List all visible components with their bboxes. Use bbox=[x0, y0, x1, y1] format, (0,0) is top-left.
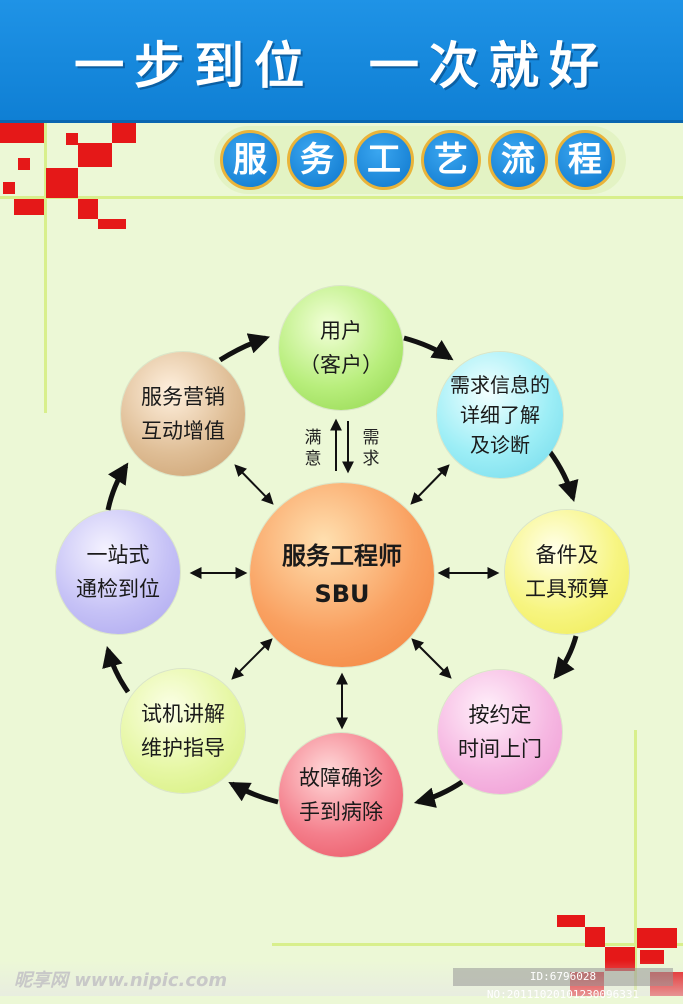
cycle-arrow bbox=[105, 462, 129, 511]
decor-square bbox=[78, 199, 98, 219]
watermark-site: 昵享网 www.nipic.com bbox=[14, 970, 228, 991]
spoke-arrow bbox=[410, 464, 450, 505]
demand-label: 需求 bbox=[362, 428, 380, 469]
decor-square bbox=[46, 168, 78, 198]
node-label: 服务营销 互动增值 bbox=[141, 385, 225, 443]
node-inspection: 一站式 通检到位 bbox=[56, 510, 180, 634]
cycle-arrow bbox=[403, 335, 454, 361]
spoke-arrow bbox=[411, 638, 452, 679]
spoke-arrow bbox=[231, 638, 273, 680]
decor-square bbox=[637, 928, 677, 948]
subtitle-char: 务 bbox=[287, 130, 347, 190]
subtitle-char: 工 bbox=[354, 130, 414, 190]
node-parts: 备件及 工具预算 bbox=[505, 510, 629, 634]
decor-square bbox=[14, 199, 44, 215]
cycle-arrow bbox=[553, 635, 579, 680]
node-marketing: 服务营销 互动增值 bbox=[121, 352, 245, 476]
cycle-arrow bbox=[547, 450, 579, 503]
node-label: 故障确诊 手到病除 bbox=[299, 766, 383, 824]
cycle-arrow bbox=[102, 645, 131, 694]
node-label: 用户 （客户） bbox=[299, 319, 383, 377]
node-label: 按约定 时间上门 bbox=[458, 703, 542, 761]
decor-square bbox=[0, 123, 44, 143]
decor-square bbox=[78, 143, 112, 167]
subtitle-char: 程 bbox=[555, 130, 615, 190]
satisfaction-label: 满意 bbox=[304, 428, 322, 469]
title-banner: 一步到位 一次就好 bbox=[0, 0, 683, 123]
node-repair: 故障确诊 手到病除 bbox=[279, 733, 403, 857]
node-label: 备件及 工具预算 bbox=[525, 543, 609, 601]
decor-line bbox=[272, 943, 683, 946]
center-title: 服务工程师 bbox=[282, 542, 402, 570]
cycle-arrow bbox=[413, 779, 464, 808]
node-label: 一站式 通检到位 bbox=[76, 543, 160, 601]
node-trial: 试机讲解 维护指导 bbox=[121, 669, 245, 793]
decor-square bbox=[3, 182, 15, 194]
decor-square bbox=[112, 123, 136, 143]
decor-square bbox=[585, 927, 605, 947]
decor-line bbox=[634, 730, 637, 996]
decor-square bbox=[18, 158, 30, 170]
spoke-arrow bbox=[234, 464, 274, 505]
subtitle-char: 流 bbox=[488, 130, 548, 190]
center-subtitle: SBU bbox=[314, 580, 370, 608]
node-label: 试机讲解 维护指导 bbox=[141, 702, 225, 760]
cycle-arrow bbox=[228, 781, 279, 805]
decor-square bbox=[557, 915, 585, 927]
center-node-sbu: 服务工程师 SBU bbox=[250, 483, 434, 667]
decor-square bbox=[66, 133, 78, 145]
decor-line bbox=[0, 196, 683, 199]
watermark-id: ID:6796028 NO:20111020101230096331 bbox=[453, 968, 673, 1001]
subtitle-char: 服 bbox=[220, 130, 280, 190]
subtitle-char: 艺 bbox=[421, 130, 481, 190]
subtitle-bar: 服 务 工 艺 流 程 bbox=[214, 126, 626, 194]
node-user: 用户 （客户） bbox=[279, 286, 403, 410]
cycle-arrow bbox=[218, 333, 270, 363]
node-label: 需求信息的 详细了解 及诊断 bbox=[450, 373, 550, 457]
node-needs: 需求信息的 详细了解 及诊断 bbox=[437, 352, 563, 478]
node-appointment: 按约定 时间上门 bbox=[438, 670, 562, 794]
banner-title: 一步到位 一次就好 bbox=[74, 37, 609, 95]
decor-line bbox=[44, 123, 47, 413]
decor-square bbox=[98, 219, 126, 229]
